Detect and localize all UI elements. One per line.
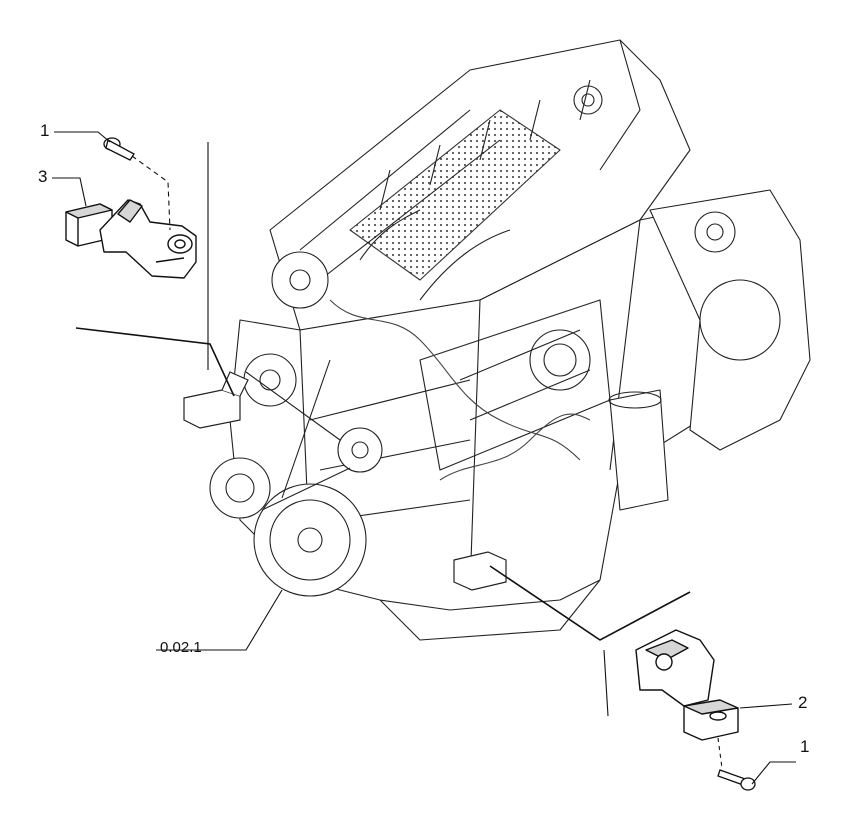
leader-3 — [52, 177, 87, 207]
engine-head-grille — [349, 109, 561, 281]
bracket-part-3 — [65, 199, 197, 279]
assembly-line-left-diagonal — [75, 327, 235, 397]
oil-filter — [609, 389, 669, 511]
engine-mount-right — [453, 551, 507, 591]
engine-mount-left — [183, 371, 249, 429]
leader-2 — [739, 703, 793, 709]
assembly-line-right-diagonal — [489, 565, 691, 641]
assembly-line-bolt-top — [131, 155, 171, 231]
engine-illustration — [209, 39, 811, 641]
callout-1-top: 1 — [40, 121, 50, 140]
callout-1-bottom: 1 — [800, 737, 810, 756]
flywheel-housing — [649, 189, 811, 451]
assembly-line-bolt-bottom — [717, 737, 723, 769]
crank-pulley — [253, 483, 367, 597]
bracket-part-2 — [635, 629, 739, 741]
leader-1-top — [54, 131, 111, 143]
callout-3: 3 — [38, 167, 48, 186]
reference-label: 0.02.1 — [160, 639, 202, 656]
leader-lines — [52, 131, 796, 785]
bolt-part-1-top — [103, 137, 135, 161]
bolt-part-1-bottom — [717, 769, 756, 791]
leader-reference — [156, 589, 283, 651]
assembly-line-right-vertical — [603, 649, 609, 717]
callout-2: 2 — [798, 693, 808, 712]
leader-1-bottom — [751, 761, 796, 785]
